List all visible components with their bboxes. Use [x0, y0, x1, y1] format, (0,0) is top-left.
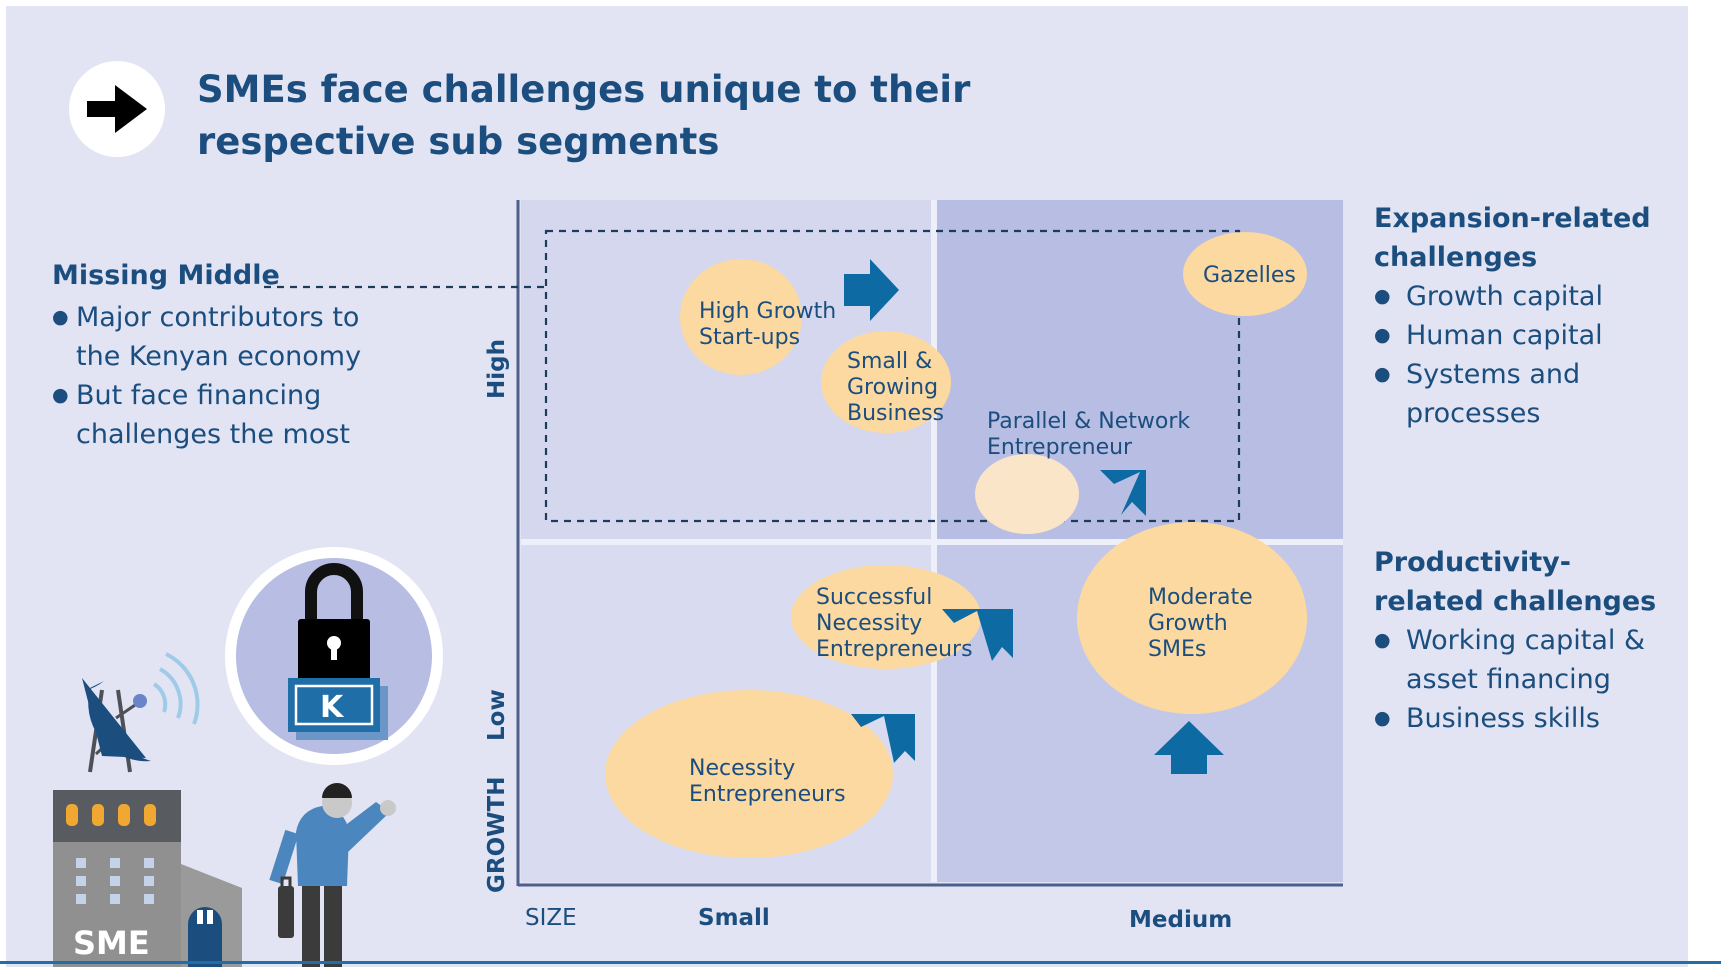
- building-label: SME: [73, 924, 150, 962]
- satellite-dish-icon: [82, 678, 146, 758]
- matrix-diagram: [53, 200, 1343, 967]
- expansion-item: Growth capital: [1374, 277, 1684, 316]
- label-small-growing: Small & Growing Business: [847, 349, 945, 426]
- bubble-moderate-growth: [1077, 522, 1307, 714]
- label-gazelles: Gazelles: [1203, 263, 1296, 288]
- bullet-text: the Kenyan economy: [76, 341, 362, 372]
- bubble-successful-necessity: [791, 565, 981, 669]
- bubble-parallel-network: [975, 454, 1079, 534]
- y-axis-low-label: Low: [484, 689, 510, 741]
- productivity-item: Working capital & asset financing: [1374, 621, 1684, 699]
- label-moderate-growth: Moderate Growth SMEs: [1148, 585, 1253, 662]
- bullet-text: challenges the most: [76, 419, 350, 450]
- x-axis-small-label: Small: [698, 905, 770, 931]
- bottom-accent-bar: [0, 961, 1721, 964]
- arrow-up-right-icon: [1100, 470, 1146, 516]
- label-necessity: Necessity Entrepreneurs: [689, 756, 846, 807]
- arrow-up-right-icon: [942, 609, 1013, 661]
- businessman-icon: [302, 880, 320, 967]
- productivity-title: Productivity- related challenges: [1374, 547, 1657, 617]
- y-axis-high-label: High: [484, 339, 510, 399]
- bubble-gazelles: [1183, 232, 1307, 316]
- k-badge-letter: K: [320, 690, 344, 725]
- expansion-section: Expansion-related challenges Growth capi…: [1374, 199, 1684, 433]
- arrow-right-icon: [87, 85, 147, 133]
- infographic-panel: SMEs face challenges unique to their res…: [6, 6, 1688, 967]
- title-line-2: respective sub segments: [197, 120, 720, 163]
- arrow-right-icon: [844, 259, 899, 321]
- bubble-small-growing: [821, 331, 951, 433]
- missing-middle-bullet-1: Major contributors to the Kenyan economy: [52, 298, 412, 376]
- bullet-text: Major contributors to: [76, 302, 360, 333]
- expansion-item: Human capital: [1374, 316, 1684, 355]
- title-line-1: SMEs face challenges unique to their: [197, 68, 971, 111]
- label-parallel-network: Parallel & Network Entrepreneur: [987, 409, 1191, 460]
- productivity-item: Business skills: [1374, 699, 1684, 738]
- bullet-text: But face financing: [76, 380, 322, 411]
- productivity-list: Working capital & asset financing Busine…: [1374, 621, 1684, 738]
- page-title: SMEs face challenges unique to their res…: [197, 64, 997, 168]
- expansion-title: Expansion-related challenges: [1374, 203, 1651, 273]
- missing-middle-title: Missing Middle: [52, 260, 280, 291]
- expansion-list: Growth capital Human capital Systems and…: [1374, 277, 1684, 433]
- productivity-section: Productivity- related challenges Working…: [1374, 543, 1684, 738]
- header-badge: [69, 61, 165, 157]
- arrow-up-icon: [1154, 721, 1224, 774]
- expansion-item: Systems and processes: [1374, 355, 1684, 433]
- y-axis-name-label: GROWTH: [484, 776, 510, 893]
- x-axis-medium-label: Medium: [1129, 907, 1233, 933]
- arrow-up-right-icon: [851, 714, 915, 763]
- bubble-necessity: [605, 690, 893, 858]
- bubble-high-growth: [680, 259, 802, 375]
- label-high-growth: High Growth Start-ups: [699, 299, 837, 350]
- missing-middle-box: [544, 229, 1241, 523]
- x-axis-name-label: SIZE: [525, 905, 577, 931]
- missing-middle-list: Major contributors to the Kenyan economy…: [52, 298, 412, 454]
- padlock-icon: [305, 563, 363, 624]
- missing-middle-bullet-2: But face financing challenges the most: [52, 376, 412, 454]
- label-successful-necessity: Successful Necessity Entrepreneurs: [816, 585, 973, 662]
